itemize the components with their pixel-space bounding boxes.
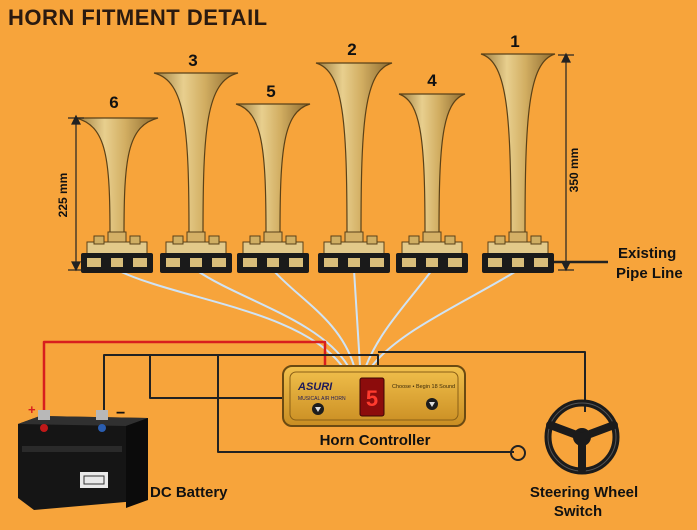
horn-number-label: 4 [427, 71, 437, 90]
horn-bell [398, 93, 466, 237]
positive-terminal [38, 410, 50, 420]
horn-base-fitting [267, 258, 279, 267]
horn-bell [75, 117, 159, 237]
steering-wheel-switch-label-line2: Switch [554, 503, 602, 520]
horn-base-fitting [289, 258, 303, 267]
horn-base-fitting [87, 258, 101, 267]
existing-pipe-line-label-line2: Pipe Line [616, 265, 683, 282]
horn-bell [315, 62, 393, 237]
horn-valve-knob [494, 235, 506, 245]
air-tubes [116, 269, 519, 367]
horn-valve-knob [208, 235, 220, 245]
battery-minus-sign: − [116, 405, 125, 422]
horn-valve-knob [530, 235, 542, 245]
horn-base-fitting [512, 258, 524, 267]
horn-valve-knob [408, 235, 420, 245]
horn-base-fitting [111, 258, 123, 267]
chevron-down-icon [429, 402, 435, 407]
horn-valve-knob [330, 235, 342, 245]
horn-number-label: 5 [266, 82, 275, 101]
horn-base-fitting [166, 258, 180, 267]
horn-base-fitting [370, 258, 384, 267]
horn-5: 5 [235, 82, 311, 273]
dc-battery-label: DC Battery [150, 484, 228, 501]
horn-base-fitting [324, 258, 338, 267]
controller-display [359, 377, 385, 417]
horn-valve-knob [444, 235, 456, 245]
horn-number-label: 1 [510, 32, 519, 51]
battery-plus-sign: + [28, 402, 36, 417]
horn-number-label: 6 [109, 93, 118, 112]
negative-terminal [96, 410, 108, 420]
horn-6: 6 [75, 93, 159, 273]
chevron-down-icon [315, 407, 321, 412]
dc-battery [18, 410, 148, 510]
horn-base-fitting [426, 258, 438, 267]
horn-valve-knob [129, 235, 141, 245]
horn-base-fitting [243, 258, 257, 267]
horn-valve-knob [366, 235, 378, 245]
horn-2: 2 [315, 40, 393, 273]
switch-contact [510, 445, 526, 461]
controller-brand-sub: MUSICAL AIR HORN [298, 396, 346, 402]
wiring [42, 340, 586, 453]
existing-pipe-line-label-line1: Existing [618, 245, 676, 262]
horn-base-fitting [133, 258, 147, 267]
dimension-350-label: 350 mm [567, 148, 581, 193]
horn-bell [153, 72, 239, 237]
controller-brand: ASURI [297, 381, 333, 393]
horn-valve-knob [285, 235, 297, 245]
horn-valve-knob [172, 235, 184, 245]
horn-valve-knob [249, 235, 261, 245]
dimension-225 [68, 114, 84, 272]
horn-controller: ASURI MUSICAL AIR HORN 5 Choose • Begin … [282, 365, 466, 427]
steering-wheel-switch-label-line1: Steering Wheel [530, 484, 638, 501]
steering-wheel-icon [544, 399, 620, 475]
horn-base-fitting [212, 258, 226, 267]
horn-base-fitting [488, 258, 502, 267]
horn-number-label: 2 [347, 40, 356, 59]
controller-display-digit: 5 [366, 386, 378, 411]
horn-base-fitting [348, 258, 360, 267]
horn-controller-label: Horn Controller [320, 432, 431, 449]
controller-panel-text: Choose • Begin 18 Sound [392, 384, 455, 390]
horn-4: 4 [396, 71, 468, 273]
horn-base-fitting [402, 258, 416, 267]
horn-3: 3 [153, 51, 239, 273]
horn-base-fitting [190, 258, 202, 267]
dimension-350 [558, 52, 574, 272]
horn-valve-knob [93, 235, 105, 245]
horn-base-fitting [534, 258, 548, 267]
horn-bell [235, 103, 311, 237]
horn-1: 1 [480, 32, 556, 273]
page-title: HORN FITMENT DETAIL [8, 5, 268, 30]
horn-number-label: 3 [188, 51, 197, 70]
horns-group: 6 3 5 2 4 1 [75, 32, 556, 273]
horn-bell [480, 53, 556, 237]
dimension-225-label: 225 mm [56, 173, 70, 218]
horn-base-fitting [448, 258, 462, 267]
